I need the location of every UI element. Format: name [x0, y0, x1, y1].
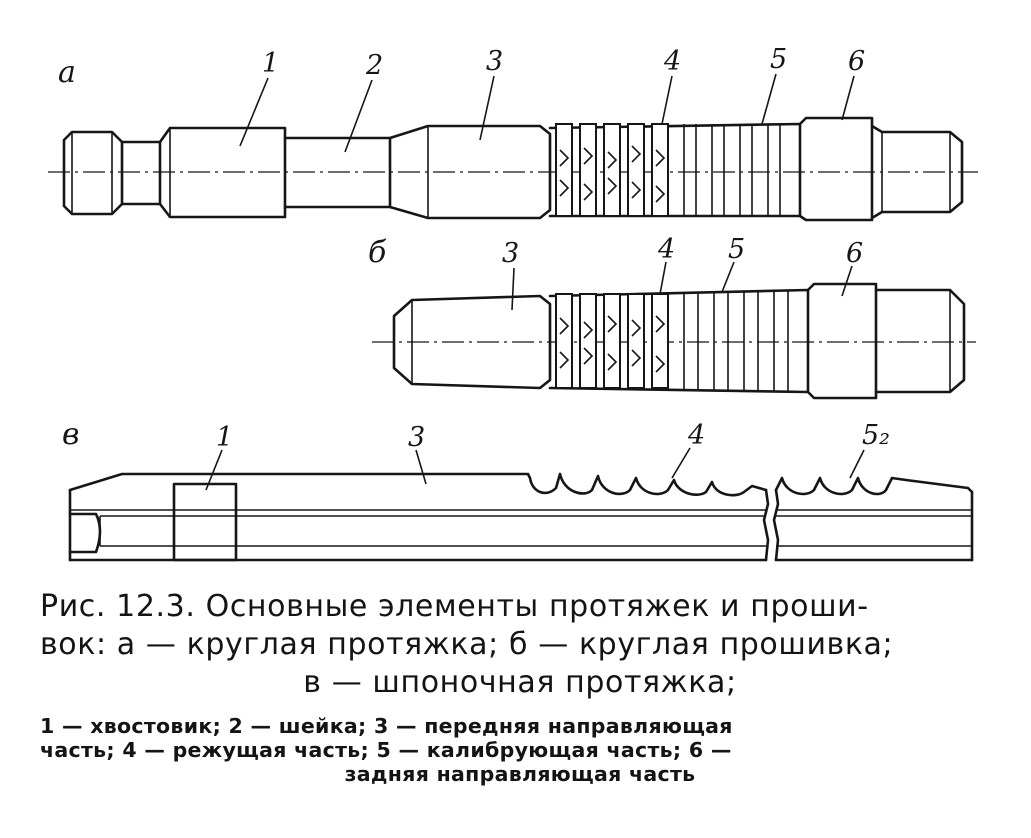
sub-label-b: б: [368, 235, 387, 270]
caption-legend-line-3: задняя направляющая часть: [344, 762, 696, 786]
keyway-nose: [68, 512, 102, 554]
caption-title-line-2: вок: а — круглая протяжка; б — круглая п…: [40, 627, 894, 662]
label-1-c: 1: [216, 422, 233, 453]
cutting-teeth-b: [555, 293, 669, 389]
tooth: [651, 123, 669, 217]
tooth: [627, 293, 645, 389]
label-3-a: 3: [486, 46, 503, 77]
label-4-b: 4: [657, 234, 675, 265]
tooth: [603, 293, 621, 389]
break-line-right: [772, 488, 780, 562]
label-5-b: 5: [728, 234, 745, 265]
neck: [283, 136, 392, 209]
keyway-top-profile: [68, 472, 768, 497]
tooth: [555, 293, 573, 389]
tooth: [579, 293, 597, 389]
caption-title: Рис. 12.3. Основные элементы протяжек и …: [40, 588, 1000, 702]
leader-4-a: [661, 75, 673, 125]
leader-4-b: [659, 261, 667, 295]
label-4-c: 4: [687, 420, 705, 451]
round-punch-drawing: б 3 4 5: [368, 234, 976, 400]
leader-6-b: [841, 265, 853, 297]
tooth: [603, 123, 621, 217]
tooth: [579, 123, 597, 217]
leader-3-b: [511, 267, 515, 311]
chip-breakers: [559, 315, 666, 373]
rear-end: [870, 124, 964, 220]
keyway-broach-drawing: в 1 3 4 5₂: [62, 417, 974, 562]
front-guide: [388, 124, 552, 220]
rear-guide: [798, 116, 874, 222]
keyway-top-profile-right: [774, 476, 974, 496]
sizing-teeth-b: [683, 290, 789, 392]
tooth: [651, 293, 669, 389]
chip-breakers: [559, 145, 666, 203]
label-4-a: 4: [663, 46, 681, 77]
round-broach-drawing: а: [48, 44, 978, 222]
tooth: [627, 123, 645, 217]
tooth: [555, 123, 573, 217]
leader-5-b: [721, 261, 735, 293]
front-guide-b: [392, 294, 552, 390]
leader-2-a: [344, 79, 373, 153]
label-3-c: 3: [408, 422, 425, 453]
shank-body: [158, 126, 287, 219]
leader-4-c: [671, 447, 691, 479]
leader-6-a: [841, 75, 855, 121]
break-line-left: [762, 488, 770, 562]
rear-guide-b: [806, 282, 878, 400]
leader-5-a: [761, 73, 777, 125]
rear-end-b: [874, 288, 966, 394]
label-5-a: 5: [770, 44, 787, 75]
caption-title-line-1: Рис. 12.3. Основные элементы протяжек и …: [40, 589, 869, 624]
sub-label-c: в: [62, 417, 79, 452]
sub-label-a: а: [58, 55, 76, 90]
label-2-a: 2: [365, 50, 383, 81]
caption-legend-line-1: 1 — хвостовик; 2 — шейка; 3 — передняя н…: [40, 714, 733, 738]
teeth-outline-b: [548, 288, 810, 394]
keyway-shank-slot: [172, 482, 238, 562]
leader-1-c: [205, 449, 223, 491]
leader-5-c: [849, 449, 865, 479]
cutting-teeth-a: [555, 123, 669, 217]
caption-legend: 1 — хвостовик; 2 — шейка; 3 — передняя н…: [40, 714, 1000, 786]
figure-caption: Рис. 12.3. Основные элементы протяжек и …: [40, 588, 1000, 786]
label-1-a: 1: [262, 48, 279, 79]
caption-title-line-3: в — шпоночная протяжка;: [303, 665, 737, 700]
leader-3-a: [479, 75, 495, 141]
leader-1-a: [239, 77, 269, 147]
label-6-b: 6: [846, 238, 863, 269]
caption-legend-line-2: часть; 4 — режущая часть; 5 — калибрующа…: [40, 738, 732, 762]
leader-3-c: [415, 449, 427, 485]
label-6-a: 6: [848, 46, 865, 77]
teeth-outline: [548, 122, 802, 218]
label-3-b: 3: [502, 238, 519, 269]
label-5-c: 5₂: [862, 420, 890, 451]
sizing-teeth-a: [683, 124, 781, 216]
shank-groove: [120, 140, 162, 206]
